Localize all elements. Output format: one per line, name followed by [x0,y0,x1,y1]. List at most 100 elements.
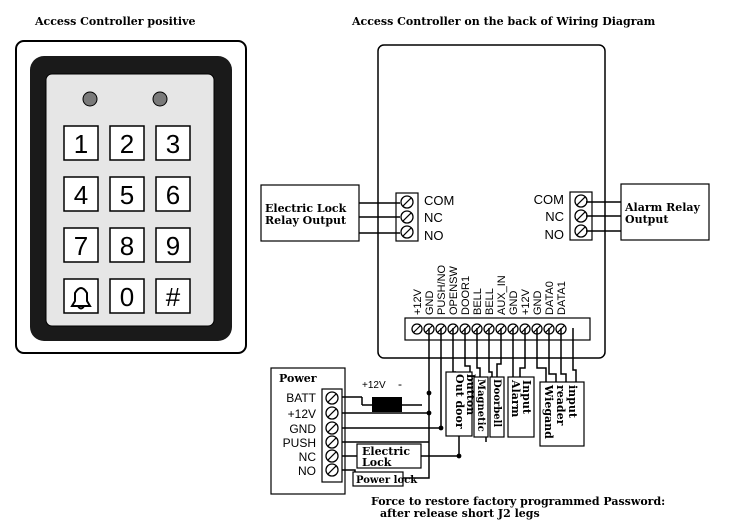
power-terminal-push: PUSH [283,436,316,450]
keypad-key-label: 3 [166,129,180,159]
wiegand-reader-box [539,381,585,447]
terminal-screw-icon [325,449,339,463]
terminal-screw-icon [411,323,423,335]
keypad-key-2[interactable]: 2 [109,125,145,161]
footer-line1: Force to restore factory programmed Pass… [371,495,665,508]
diagram-title: Access Controller on the back of Wiring … [351,15,656,28]
main-terminal-label: AUX_IN [496,275,508,315]
junction-dot [426,390,432,396]
terminal-screw-icon [325,463,339,477]
power-terminal-12v: +12V [288,407,316,421]
main-terminal-label: GND [532,291,544,316]
terminal-screw-icon [574,224,588,238]
out-door-button-label-line1: Out door [453,374,466,429]
keypad-key-3[interactable]: 3 [155,125,191,161]
alarm-relay-output-box [620,183,710,241]
power-terminal-no: NO [298,464,316,478]
main-terminal-label: BELL [484,288,496,315]
bell-icon [70,287,92,310]
main-terminal-label: GND [424,291,436,316]
power-terminal-batt: BATT [286,391,316,405]
main-terminal-label: DATA0 [544,281,556,315]
doorbell-label: Doorbell [491,379,502,427]
battery-icon [372,397,402,412]
keypad-device: 1 2 3 4 5 6 7 8 9 0 # [15,40,247,354]
junction-dot [426,410,432,416]
alarm-terminal-nc: NC [545,209,564,224]
alarm-input-box [507,376,535,438]
doorbell-box [489,376,505,438]
keypad-key-label: 2 [120,129,134,159]
battery-plus-label: +12V [362,380,386,391]
keypad-key-1[interactable]: 1 [63,125,99,161]
terminal-screw-icon [400,210,414,224]
alarm-terminal-com: COM [534,192,564,207]
power-lock-box [352,471,404,487]
main-terminal-label: DATA1 [556,281,568,315]
keypad-key-label: 6 [166,180,180,210]
keypad-key-label: 1 [74,129,88,159]
keypad-key-9[interactable]: 9 [155,227,191,263]
battery-minus-label: - [398,377,402,391]
wiegand-label-line2: reader [554,385,567,426]
electric-lock-label-line2: Lock [362,456,392,469]
main-terminal-label: +12V [412,288,424,315]
keypad-key-label: 4 [74,180,88,210]
keypad-key-6[interactable]: 6 [155,176,191,212]
keypad-key-label: 8 [120,231,134,261]
keypad-key-4[interactable]: 4 [63,176,99,212]
terminal-screw-icon [574,194,588,208]
power-lock-label: Power lock [356,475,418,486]
keypad-key-label: # [166,282,181,312]
keypad-key-bell[interactable] [63,278,99,314]
main-terminal-label: +12V [520,288,532,315]
footer-line2: after release short J2 legs [380,507,540,520]
status-led-left [82,91,98,107]
device-wiring [441,328,577,457]
electric-lock-box [356,443,422,469]
power-title: Power [279,372,317,385]
main-terminal-label: OPENSW [448,265,460,315]
keypad-key-5[interactable]: 5 [109,176,145,212]
power-terminal-nc: NC [299,450,317,464]
keypad-key-label: 9 [166,231,180,261]
keypad-title: Access Controller positive [34,15,195,28]
lock-relay-output-box [260,184,360,242]
keypad-key-hash[interactable]: # [155,278,191,314]
keypad-key-0[interactable]: 0 [109,278,145,314]
alarm-relay-label-line2: Output [625,213,669,226]
keypad-key-7[interactable]: 7 [63,227,99,263]
main-terminal-label: PUSH/NO [436,264,448,315]
wiegand-label-line1: Wiegand [542,384,555,439]
terminal-screw-icon [325,391,339,405]
power-terminal-gnd: GND [289,422,316,436]
main-terminal-label: DOOR1 [460,276,472,315]
keypad-key-label: 0 [120,282,134,312]
terminal-screw-icon [400,225,414,239]
power-terminal-block [321,388,343,483]
terminal-screw-icon [325,421,339,435]
keypad-key-label: 7 [74,231,88,261]
junction-dot [438,425,444,431]
keypad-key-label: 5 [120,180,134,210]
main-terminal-label: BELL [472,288,484,315]
alarm-relay-label-line1: Alarm Relay [624,201,701,214]
electric-lock-label-line1: Electric [362,445,410,458]
out-door-button-box [445,371,473,437]
alarm-relay-terminal-block [569,191,593,241]
lock-terminal-no: NO [424,228,444,243]
magnetic-box [473,376,489,438]
terminal-screw-icon [400,195,414,209]
keypad-key-8[interactable]: 8 [109,227,145,263]
lock-terminal-com: COM [424,193,454,208]
alarm-input-label-line1: Alarm [509,379,522,418]
alarm-input-label-line2: Input [520,380,533,415]
wiegand-label-line3: input [566,385,579,419]
lock-relay-terminal-block [395,192,419,242]
terminal-screw-icon [325,406,339,420]
lock-relay-label-line1: Electric Lock [265,202,347,215]
terminal-screw-icon [325,435,339,449]
lock-terminal-nc: NC [424,210,443,225]
